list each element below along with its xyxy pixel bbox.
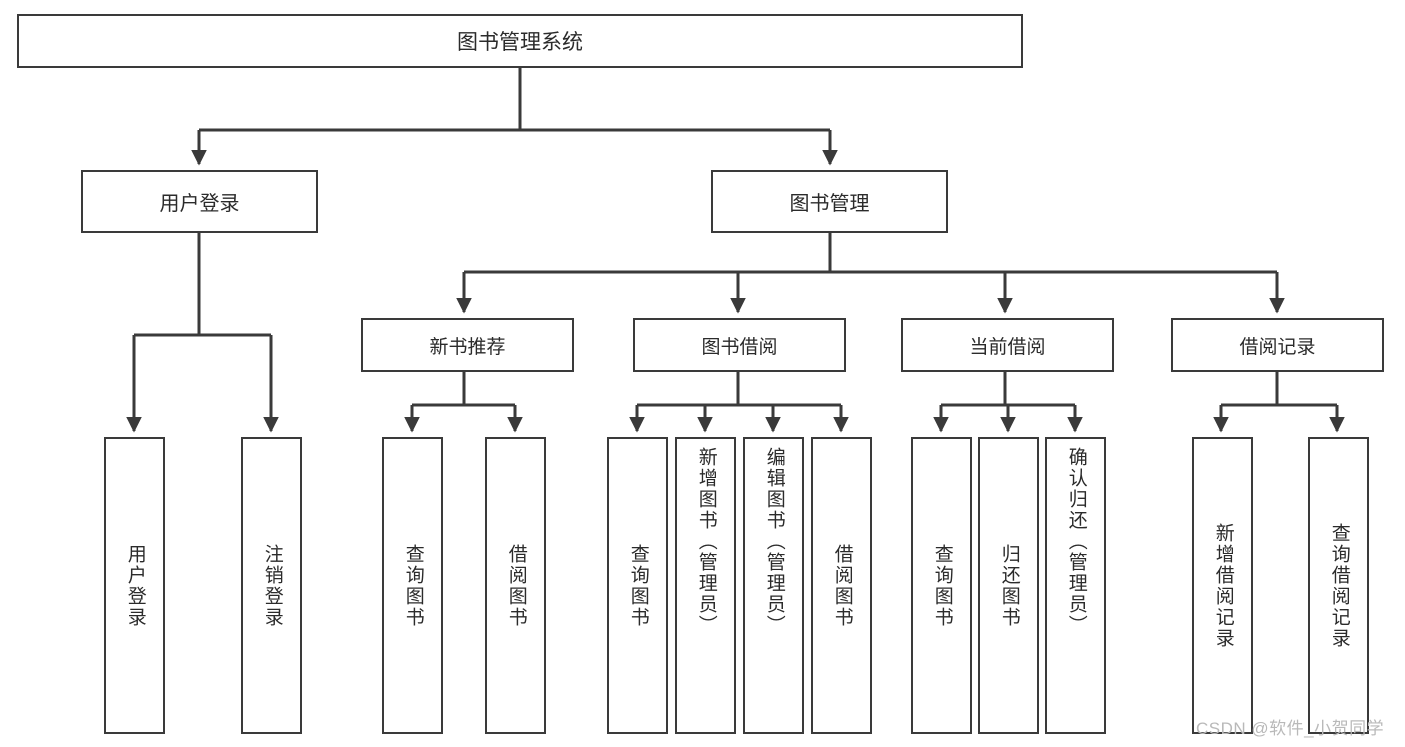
leaf-query-book-3[interactable]: 查询图书: [911, 437, 972, 734]
leaf-logout[interactable]: 注销登录: [241, 437, 302, 734]
node-user-login-label: 用户登录: [159, 193, 240, 215]
leaf-borrow-book-1[interactable]: 借阅图书: [485, 437, 546, 734]
leaf-query-book-2-label: 查询图书: [627, 543, 649, 628]
node-user-login[interactable]: 用户登录: [81, 170, 318, 233]
leaf-query-book-2[interactable]: 查询图书: [607, 437, 668, 734]
node-root[interactable]: 图书管理系统: [17, 14, 1023, 68]
csdn-watermark: CSDN @软件_小贺同学: [1196, 719, 1385, 738]
leaf-query-record[interactable]: 查询借阅记录: [1308, 437, 1369, 734]
node-new-book-recommend[interactable]: 新书推荐: [361, 318, 574, 372]
node-book-management-label: 图书管理: [789, 193, 870, 215]
node-new-book-recommend-label: 新书推荐: [429, 336, 506, 358]
node-borrow-record-label: 借阅记录: [1239, 336, 1316, 358]
node-book-borrow-label: 图书借阅: [701, 336, 778, 358]
leaf-query-book-3-label: 查询图书: [931, 543, 953, 628]
leaf-confirm-return-label: 确认归还（管理员）: [1065, 447, 1087, 636]
leaf-query-record-label: 查询借阅记录: [1328, 522, 1350, 649]
leaf-borrow-book-2[interactable]: 借阅图书: [811, 437, 872, 734]
leaf-add-record[interactable]: 新增借阅记录: [1192, 437, 1253, 734]
leaf-user-login-label: 用户登录: [124, 543, 146, 628]
leaf-add-book-label: 新增图书（管理员）: [695, 447, 717, 636]
leaf-logout-label: 注销登录: [261, 543, 283, 628]
leaf-edit-book-label: 编辑图书（管理员）: [763, 447, 785, 636]
leaf-borrow-book-2-label: 借阅图书: [831, 543, 853, 628]
node-book-borrow[interactable]: 图书借阅: [633, 318, 846, 372]
leaf-return-book[interactable]: 归还图书: [978, 437, 1039, 734]
leaf-return-book-label: 归还图书: [998, 543, 1020, 628]
node-root-label: 图书管理系统: [457, 31, 583, 54]
node-book-management[interactable]: 图书管理: [711, 170, 948, 233]
leaf-borrow-book-1-label: 借阅图书: [505, 543, 527, 628]
node-borrow-record[interactable]: 借阅记录: [1171, 318, 1384, 372]
leaf-user-login[interactable]: 用户登录: [104, 437, 165, 734]
leaf-query-book-1-label: 查询图书: [402, 543, 424, 628]
leaf-add-record-label: 新增借阅记录: [1212, 522, 1234, 649]
leaf-query-book-1[interactable]: 查询图书: [382, 437, 443, 734]
leaf-add-book[interactable]: 新增图书（管理员）: [675, 437, 736, 734]
node-current-borrow-label: 当前借阅: [969, 336, 1046, 358]
leaf-edit-book[interactable]: 编辑图书（管理员）: [743, 437, 804, 734]
node-current-borrow[interactable]: 当前借阅: [901, 318, 1114, 372]
leaf-confirm-return[interactable]: 确认归还（管理员）: [1045, 437, 1106, 734]
